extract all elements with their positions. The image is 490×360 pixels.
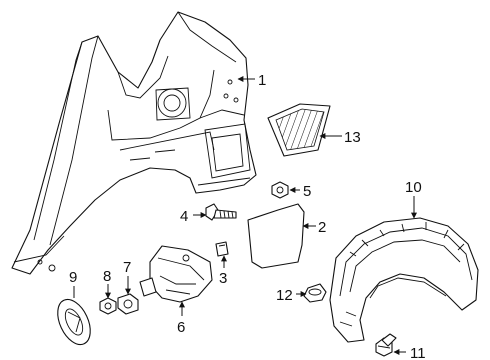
push-clip-part-11 [375, 333, 397, 357]
callout-5: 5 [303, 183, 311, 200]
callout-6: 6 [177, 319, 185, 336]
fuel-door [247, 203, 305, 269]
retainer-part-12 [303, 283, 327, 303]
nut-part-5 [271, 181, 289, 199]
bolt-part-4 [205, 203, 237, 221]
callout-7: 7 [123, 259, 131, 276]
callout-labels: 1 2 3 4 5 6 7 8 9 10 11 12 13 [69, 72, 426, 360]
callout-9: 9 [69, 269, 77, 286]
grommet-part-7 [117, 293, 139, 315]
nut-part-8 [99, 297, 117, 315]
callout-3: 3 [219, 270, 227, 287]
callout-2: 2 [318, 219, 326, 236]
callout-4: 4 [180, 208, 188, 225]
quarter-panel [11, 11, 257, 275]
callout-11: 11 [410, 345, 426, 360]
callout-10: 10 [405, 179, 422, 196]
callout-8: 8 [103, 268, 111, 285]
callout-12: 12 [276, 287, 293, 304]
callout-13: 13 [344, 129, 361, 146]
clip-part-3 [215, 241, 229, 257]
vent-grille [267, 103, 331, 157]
leader-lines [73, 76, 417, 355]
callout-1: 1 [258, 72, 266, 89]
wheel-house-liner [329, 217, 479, 343]
fuel-door-housing [139, 245, 213, 303]
seal-ring [57, 298, 91, 346]
